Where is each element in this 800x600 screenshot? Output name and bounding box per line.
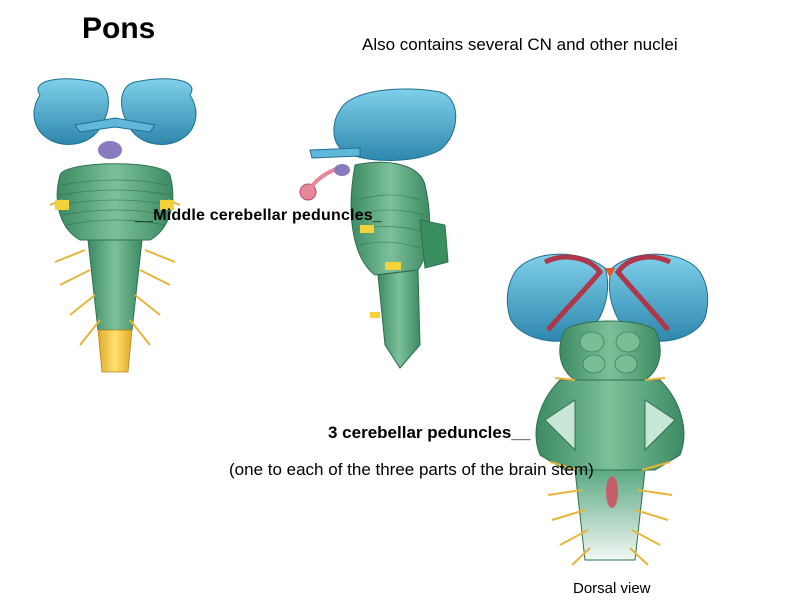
dorsal-view-caption: Dorsal view: [573, 580, 651, 597]
three-peduncles-label: 3 cerebellar peduncles__: [328, 423, 531, 442]
note-text: Also contains several CN and other nucle…: [362, 35, 678, 54]
brainstem-lateral-illustration: [299, 88, 457, 369]
slide-title: Pons: [82, 12, 156, 45]
middle-peduncles-label: __Middle cerebellar peduncles_: [135, 207, 382, 224]
brainstem-dorsal-illustration: [506, 253, 709, 566]
brainstem-ventral-illustration: [33, 78, 197, 373]
peduncles-explanation: (one to each of the three parts of the b…: [229, 460, 594, 479]
